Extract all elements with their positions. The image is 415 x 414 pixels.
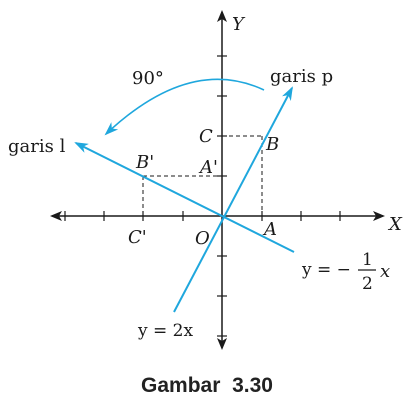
- figure-caption: Gambar 3.30: [141, 374, 273, 397]
- line-l-fraction-den: 2: [362, 274, 373, 294]
- point-a-label: A: [262, 219, 277, 240]
- dashed-guides: [142, 135, 263, 216]
- point-b-label: B: [265, 134, 279, 155]
- point-c-prime-label: C': [128, 227, 147, 248]
- line-l-equation-var: x: [380, 261, 390, 282]
- line-p: [173, 86, 293, 313]
- y-axis-label: Y: [232, 14, 246, 35]
- point-a-prime-label: A': [198, 157, 218, 178]
- rotation-angle-label: 90°: [132, 68, 164, 89]
- x-axis-label: X: [387, 214, 403, 235]
- line-l: [74, 142, 295, 253]
- point-c-label: C: [199, 126, 213, 147]
- rotation-arc: [104, 78, 265, 136]
- line-l-equation-prefix: y = −: [301, 260, 351, 280]
- line-l-fraction-num: 1: [362, 250, 373, 270]
- line-p-equation: y = 2x: [137, 321, 193, 341]
- line-p-name: garis p: [270, 66, 333, 87]
- origin-label: O: [195, 228, 210, 249]
- line-l-name: garis l: [8, 136, 66, 157]
- point-b-prime-label: B': [135, 152, 154, 173]
